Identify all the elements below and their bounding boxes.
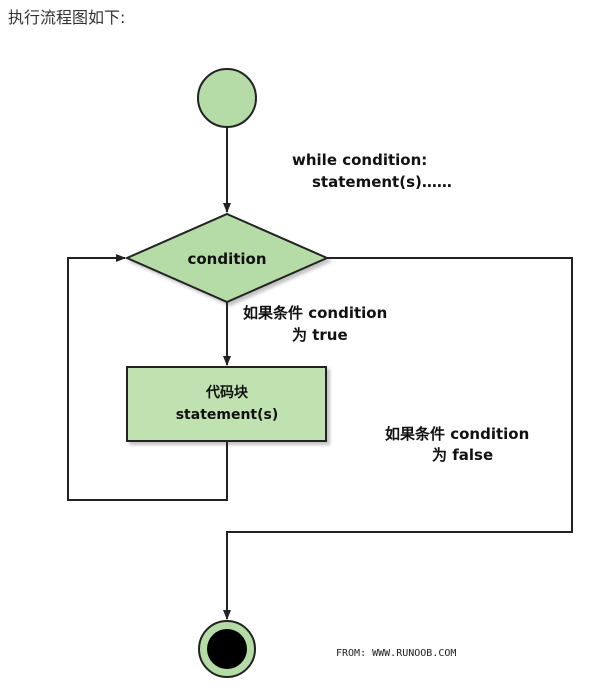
condition-label: condition [187, 250, 266, 268]
condition-false-arrow [223, 257, 573, 620]
statement-block [126, 366, 327, 442]
false-label-line2: 为 false [432, 446, 493, 464]
loop-back-arrow [67, 254, 228, 501]
code-line-1: while condition: [292, 151, 427, 169]
end-node-inner [207, 629, 247, 669]
true-label-line2: 为 true [292, 326, 348, 344]
source-credit: FROM: WWW.RUNOOB.COM [336, 648, 456, 659]
intro-text: 执行流程图如下: [8, 8, 126, 27]
block-label-line1: 代码块 [205, 384, 249, 401]
false-label-line1: 如果条件 condition [385, 425, 529, 443]
block-label-line2: statement(s) [176, 407, 279, 423]
code-line-2: statement(s)…… [312, 173, 452, 191]
start-node [197, 68, 257, 128]
true-label-line1: 如果条件 condition [243, 304, 387, 322]
